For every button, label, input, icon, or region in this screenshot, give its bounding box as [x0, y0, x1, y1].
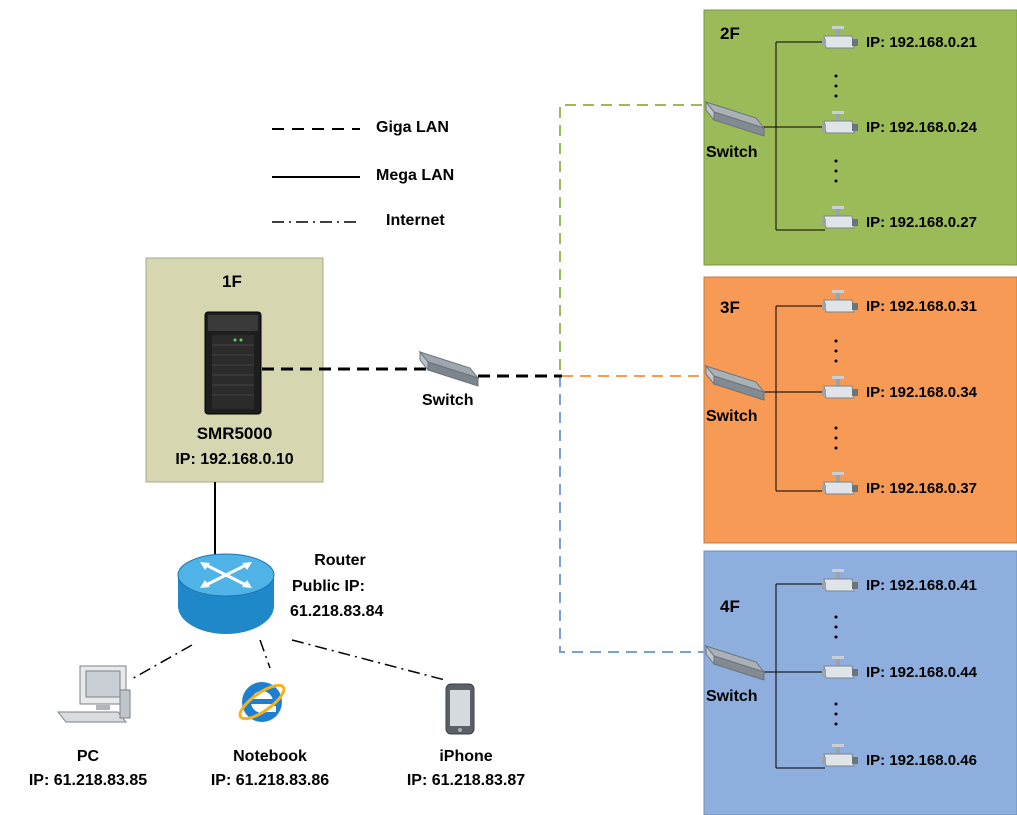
switch-3f-label: Switch: [706, 408, 758, 425]
camera-ip: IP: 192.168.0.34: [866, 384, 977, 401]
floor-3f-label: 3F: [720, 298, 740, 317]
link-router-pc: [129, 644, 193, 681]
floor-1f-label: 1F: [222, 272, 242, 291]
legend-internet-label: Internet: [386, 212, 445, 229]
camera-ip: IP: 192.168.0.37: [866, 480, 977, 497]
camera-ip: IP: 192.168.0.44: [866, 664, 977, 681]
floor-2f-panel: [703, 9, 1017, 266]
link-router-notebook: [259, 639, 271, 669]
pc-icon: [56, 665, 131, 723]
notebook-ip: IP: 61.218.83.86: [210, 772, 330, 789]
camera-ip: IP: 192.168.0.21: [866, 34, 977, 51]
pc-label: PC: [76, 748, 100, 765]
tree-4f: [760, 583, 825, 769]
camera-ip: IP: 192.168.0.46: [866, 752, 977, 769]
iphone-label: iPhone: [439, 748, 493, 765]
legend-giga-lan-label: Giga LAN: [376, 119, 449, 136]
switch-icon-2f: [704, 100, 766, 137]
browser-icon: [238, 682, 286, 722]
notebook-label: Notebook: [233, 748, 307, 765]
camera-ip: IP: 192.168.0.27: [866, 214, 977, 231]
floor-2f-label: 2F: [720, 24, 740, 43]
camera-ip: IP: 192.168.0.41: [866, 577, 977, 594]
server-icon: [204, 311, 262, 415]
tree-3f: [760, 305, 825, 492]
pc-ip: IP: 61.218.83.85: [28, 772, 148, 789]
floor-3f-panel: [703, 276, 1017, 544]
switch-4f-label: Switch: [706, 688, 758, 705]
camera-ip: IP: 192.168.0.24: [866, 119, 977, 136]
iphone-icon: [445, 683, 475, 735]
main-switch-label: Switch: [422, 392, 474, 409]
tree-2f: [760, 41, 825, 231]
floor-4f-panel: [703, 550, 1017, 815]
main-switch-icon: [418, 350, 480, 387]
legend-mega-lan-label: Mega LAN: [376, 167, 455, 184]
switch-icon-4f: [704, 644, 766, 681]
router-public-ip-value: 61.218.83.84: [290, 603, 384, 620]
ellipsis-dots: [834, 74, 838, 726]
server-ip: IP: 192.168.0.10: [175, 451, 294, 468]
server-name: SMR5000: [196, 424, 273, 443]
camera-ip: IP: 192.168.0.31: [866, 298, 977, 315]
router-icon: [177, 553, 275, 634]
link-to-4f: [559, 376, 706, 653]
switch-2f-label: Switch: [706, 144, 758, 161]
switch-icon-3f: [704, 364, 766, 401]
link-router-iphone: [291, 639, 446, 681]
floor-4f-label: 4F: [720, 597, 740, 616]
router-label: Router: [314, 552, 366, 569]
link-to-2f: [559, 104, 706, 370]
iphone-ip: IP: 61.218.83.87: [406, 772, 526, 789]
router-public-ip-label: Public IP:: [292, 578, 365, 595]
